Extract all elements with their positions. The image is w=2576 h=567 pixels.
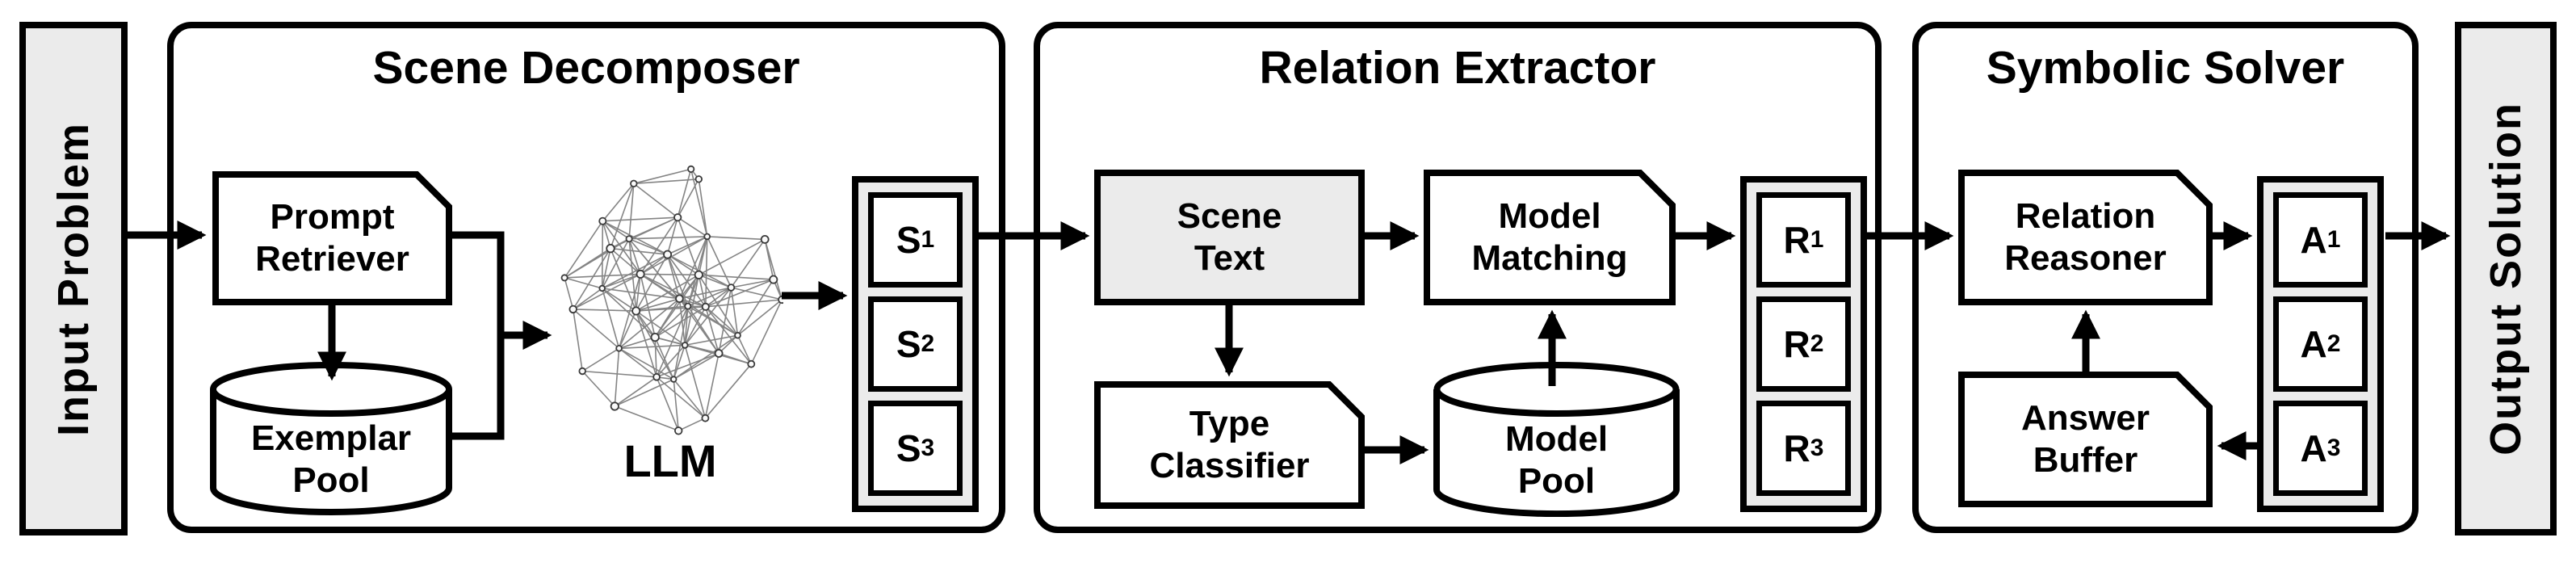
model-pool-node: Model Pool: [1433, 362, 1680, 517]
type-classifier-node: Type Classifier: [1094, 381, 1365, 509]
scene-text-label-line1: Scene: [1177, 196, 1282, 237]
prompt-retriever-label-line1: Prompt: [270, 197, 395, 237]
model-matching-label-line2: Matching: [1471, 238, 1628, 278]
database-cylinder-icon: [1433, 362, 1680, 517]
exemplar-pool-label-line2: Pool: [292, 460, 370, 500]
model-matching-node: Model Matching: [1424, 170, 1676, 305]
output-solution-panel: Output Solution: [2455, 22, 2557, 536]
relation-reasoner-label-line2: Reasoner: [2004, 238, 2167, 278]
exemplar-pool-node: Exemplar Pool: [210, 362, 452, 515]
relation-reasoner-label-line1: Relation: [2015, 196, 2156, 237]
model-pool-label-line2: Pool: [1517, 461, 1596, 501]
database-cylinder-icon: [210, 362, 452, 515]
relation-extractor-title: Relation Extractor: [1259, 42, 1656, 94]
model-pool-label-line1: Model: [1504, 419, 1609, 460]
document-shape-icon: [1424, 170, 1676, 305]
symbolic-solver-title: Symbolic Solver: [1986, 42, 2345, 94]
document-shape-icon: [1958, 372, 2213, 507]
prompt-retriever-label-line2: Retriever: [255, 239, 409, 279]
document-shape-icon: [1094, 381, 1365, 509]
prompt-retriever-node: Prompt Retriever: [212, 171, 452, 305]
answer-buffer-label-line1: Answer: [2021, 398, 2150, 439]
answer-buffer-label-line2: Buffer: [2033, 440, 2138, 480]
output-solution-label: Output Solution: [2482, 102, 2530, 456]
answer-buffer-node: Answer Buffer: [1958, 372, 2213, 507]
type-classifier-label-line2: Classifier: [1149, 446, 1310, 485]
llm-network-graphic: [557, 164, 787, 435]
llm-label: LLM: [623, 435, 717, 486]
document-shape-icon: [1958, 170, 2213, 305]
type-classifier-label-line1: Type: [1189, 404, 1270, 444]
scene-decomposer-title: Scene Decomposer: [372, 42, 800, 94]
relation-reasoner-node: Relation Reasoner: [1958, 170, 2213, 305]
scene-text-node: Scene Text: [1094, 170, 1365, 305]
model-matching-label-line1: Model: [1498, 196, 1601, 237]
input-problem-label: Input Problem: [49, 121, 98, 436]
input-problem-panel: Input Problem: [19, 22, 128, 536]
scene-text-label-line2: Text: [1194, 238, 1265, 278]
exemplar-pool-label-line1: Exemplar: [250, 418, 412, 459]
